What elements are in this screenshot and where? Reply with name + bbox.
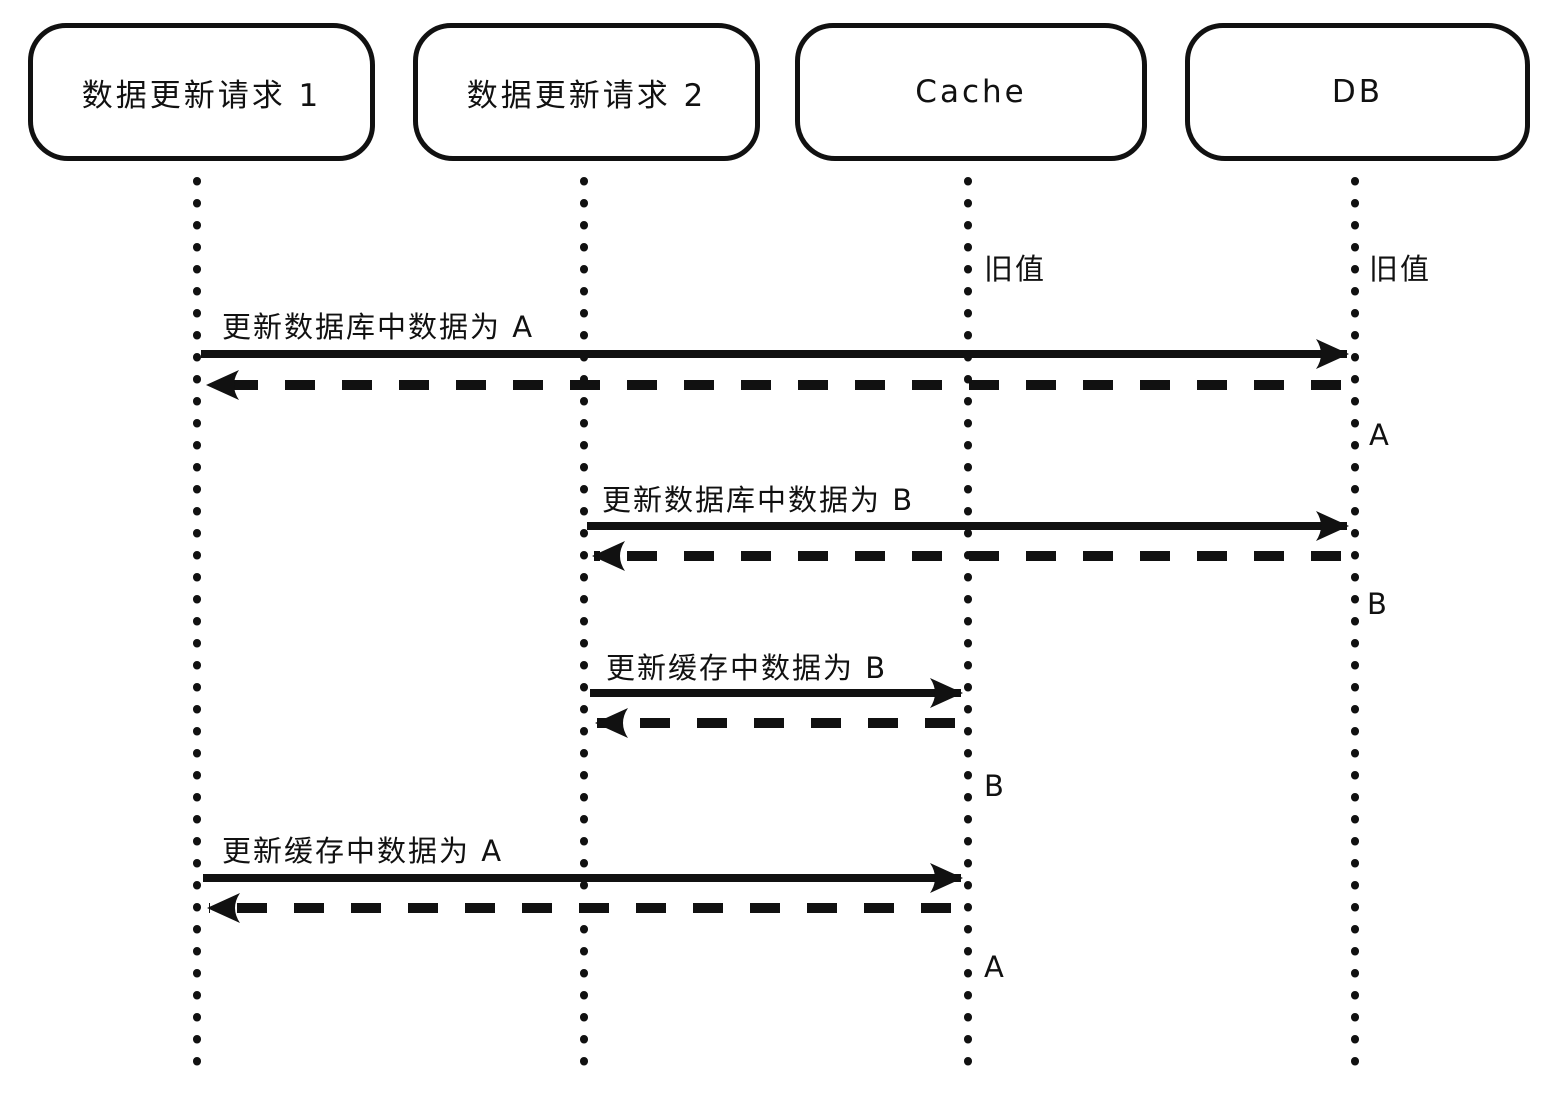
actor-box-update-request-2: 数据更新请求 2 xyxy=(413,23,760,161)
message-label-update-db-b: 更新数据库中数据为 B xyxy=(602,483,915,517)
actor-label-db: DB xyxy=(1331,74,1384,110)
state-label-db-value-b: B xyxy=(1367,587,1389,621)
message-label-update-db-a: 更新数据库中数据为 A xyxy=(222,310,535,344)
state-label-cache-old-value: 旧值 xyxy=(984,252,1047,286)
state-label-db-old-value: 旧值 xyxy=(1369,252,1432,286)
state-label-cache-value-a: A xyxy=(984,950,1006,984)
actor-label-cache: Cache xyxy=(915,74,1027,110)
actor-box-cache: Cache xyxy=(795,23,1147,161)
state-label-db-value-a: A xyxy=(1369,418,1391,452)
actor-label-update-request-1: 数据更新请求 1 xyxy=(81,77,322,114)
actor-label-update-request-2: 数据更新请求 2 xyxy=(466,77,707,114)
message-label-update-cache-a: 更新缓存中数据为 A xyxy=(222,834,504,868)
message-label-update-cache-b: 更新缓存中数据为 B xyxy=(606,651,888,685)
state-label-cache-value-b: B xyxy=(984,769,1006,803)
actor-box-update-request-1: 数据更新请求 1 xyxy=(28,23,375,161)
actor-box-db: DB xyxy=(1185,23,1530,161)
